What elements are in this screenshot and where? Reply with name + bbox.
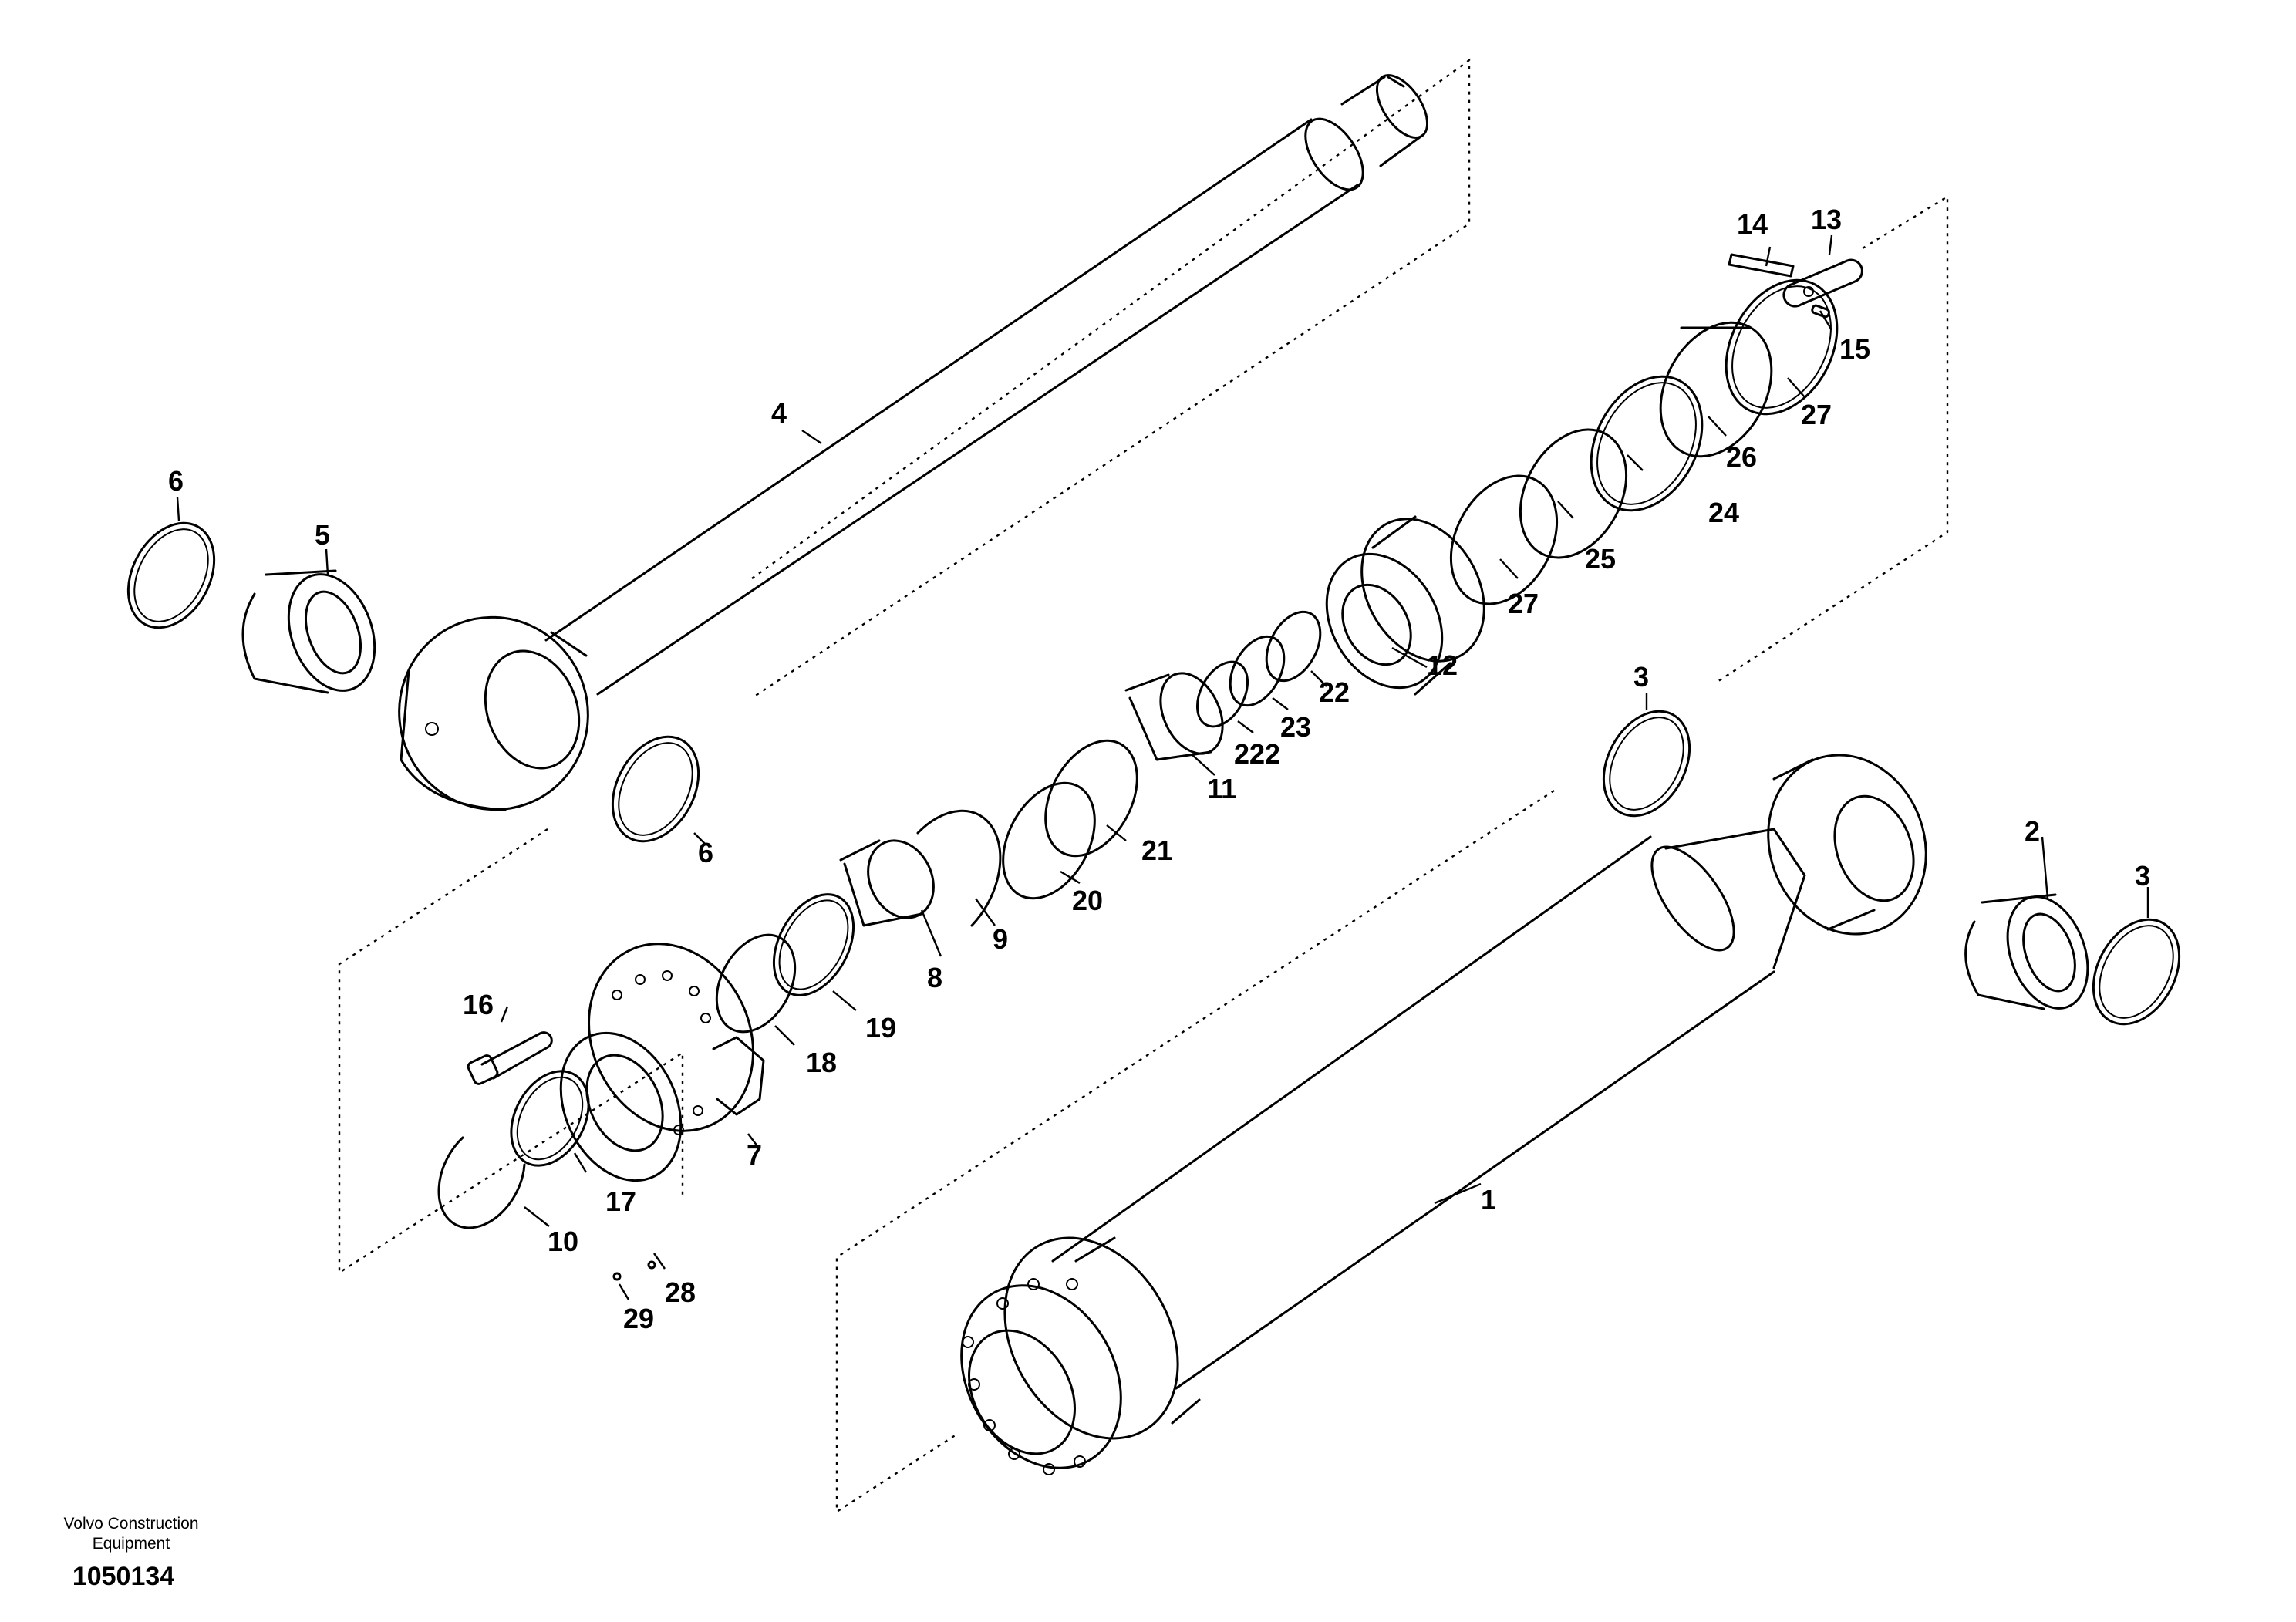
callout-13: 13	[1811, 204, 1842, 235]
head-bolt-holes	[612, 970, 711, 1135]
pin-13	[1782, 258, 1863, 308]
callout-22a: 22	[1234, 738, 1265, 770]
callout-5: 5	[315, 519, 330, 551]
guide-ring-8	[839, 839, 935, 927]
drawing-number: 1050134	[72, 1562, 175, 1591]
callout-24: 24	[1708, 497, 1739, 528]
callout-7: 7	[747, 1139, 762, 1171]
leader-lines	[176, 234, 2149, 1300]
callout-27a: 27	[1508, 588, 1539, 619]
callout-21: 21	[1141, 835, 1172, 866]
seal-rings	[126, 278, 2181, 1229]
guide-ring-11	[1124, 672, 1224, 761]
callout-19: 19	[865, 1012, 896, 1044]
plug-28	[647, 1260, 656, 1270]
callout-14: 14	[1737, 208, 1768, 240]
piston	[1325, 515, 1485, 696]
callout-9: 9	[993, 923, 1008, 955]
cylinder-tube	[960, 754, 1927, 1475]
callout-15: 15	[1839, 333, 1870, 365]
callout-1: 1	[1481, 1184, 1496, 1216]
callout-8: 8	[927, 962, 942, 993]
callout-4: 4	[771, 397, 787, 429]
plug-29	[612, 1272, 622, 1281]
callout-11: 11	[1207, 773, 1236, 804]
callout-29: 29	[623, 1303, 654, 1334]
bolt-16	[480, 1031, 553, 1080]
callout-6a: 6	[168, 465, 184, 497]
callout-16: 16	[463, 989, 494, 1020]
tube-bolt-holes	[962, 1278, 1086, 1475]
callout-28: 28	[665, 1276, 696, 1308]
callout-23: 23	[1280, 711, 1311, 743]
pin-15	[1811, 304, 1831, 319]
callout-22b: 22	[1319, 676, 1350, 708]
callout-3a: 3	[1633, 661, 1649, 693]
callout-20: 20	[1072, 885, 1103, 916]
callouts: 1 2 3 3 4 5 6 6 7 8 9 10 11 12 13 14 15 …	[168, 204, 2150, 1334]
small-parts	[467, 253, 1863, 1281]
callout-10: 10	[548, 1226, 578, 1257]
callout-2: 2	[2025, 815, 2040, 847]
piston-rod	[398, 74, 1429, 811]
pin-14	[1728, 253, 1795, 278]
callout-3b: 3	[2135, 860, 2150, 892]
cylinder-head	[559, 943, 765, 1182]
callout-18: 18	[806, 1047, 837, 1078]
callout-12: 12	[1427, 649, 1458, 681]
callout-22c: 22	[1249, 738, 1280, 770]
callout-26: 26	[1726, 441, 1757, 473]
company-name-line1: Volvo Construction	[63, 1515, 199, 1533]
callout-27b: 27	[1801, 399, 1832, 430]
bushing-5	[241, 569, 376, 694]
assembly-outlines	[338, 58, 1949, 1514]
bushing-2	[1964, 893, 2089, 1010]
callout-6b: 6	[698, 837, 713, 868]
company-name-line2: Equipment	[92, 1535, 170, 1553]
callout-25: 25	[1585, 543, 1616, 575]
callout-17: 17	[605, 1185, 636, 1217]
